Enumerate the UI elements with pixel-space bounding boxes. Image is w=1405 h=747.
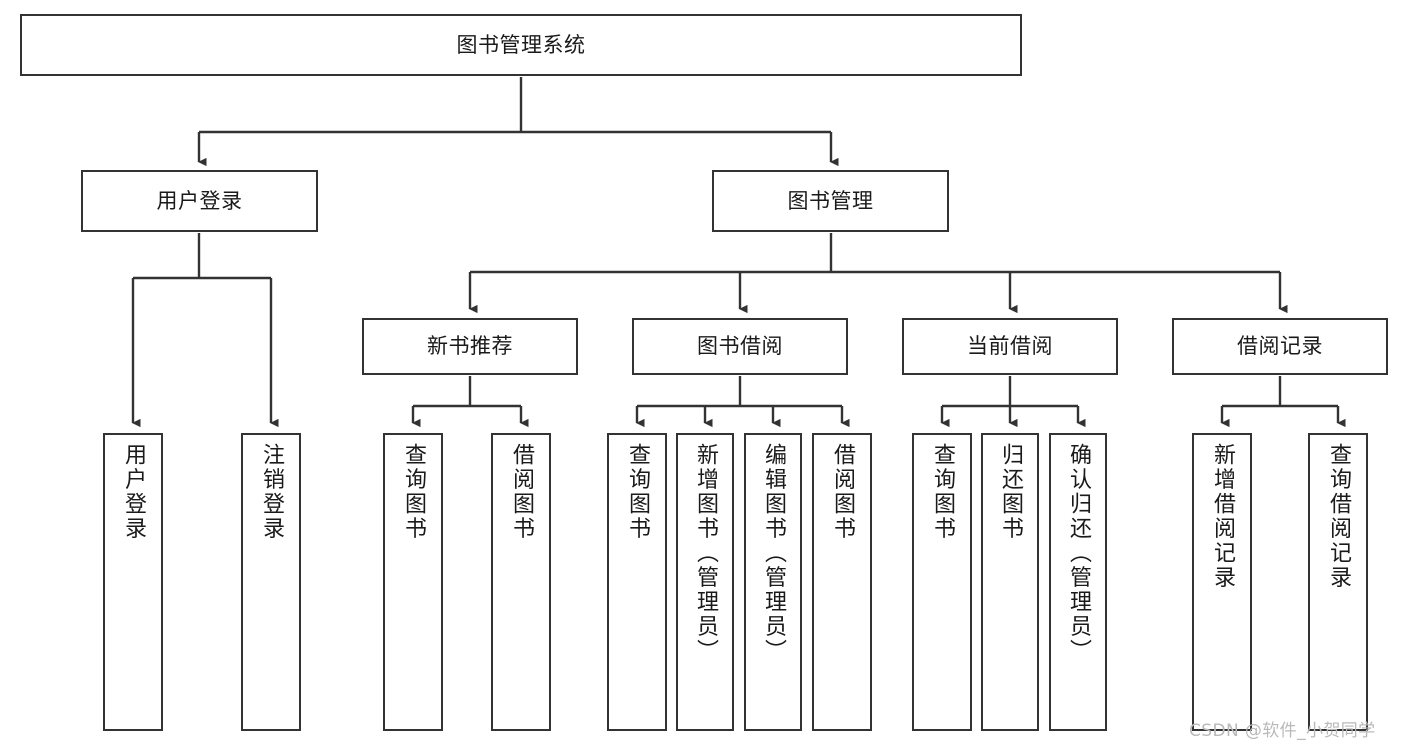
node-label: 借阅图书 — [509, 443, 534, 541]
csdn-watermark: CSDN @软件_小贺同学 — [1189, 721, 1376, 741]
node-leaf-query-book-1[interactable]: 查询图书 — [383, 433, 443, 731]
node-leaf-confirm-return[interactable]: 确认归还（管理员） — [1049, 433, 1107, 731]
node-leaf-add-borrow-record[interactable]: 新增借阅记录 — [1192, 433, 1252, 731]
node-label: 图书管理 — [787, 188, 874, 213]
node-book-management[interactable]: 图书管理 — [712, 170, 949, 232]
node-book-borrow[interactable]: 图书借阅 — [632, 318, 848, 375]
node-leaf-query-book-2[interactable]: 查询图书 — [607, 433, 667, 731]
node-label: 图书管理系统 — [456, 32, 586, 57]
node-user-login[interactable]: 用户登录 — [81, 170, 318, 232]
node-leaf-borrow-book-1[interactable]: 借阅图书 — [491, 433, 551, 731]
node-leaf-user-login[interactable]: 用户登录 — [103, 433, 163, 731]
node-label: 新增图书（管理员） — [693, 443, 718, 664]
node-label: 新增借阅记录 — [1210, 443, 1235, 590]
node-label: 用户登录 — [156, 188, 243, 213]
node-current-borrow[interactable]: 当前借阅 — [902, 318, 1118, 375]
node-label: 注销登录 — [259, 443, 284, 541]
node-leaf-add-book[interactable]: 新增图书（管理员） — [676, 433, 734, 731]
node-label: 查询图书 — [401, 443, 426, 541]
node-root-system[interactable]: 图书管理系统 — [20, 14, 1022, 76]
node-label: 借阅记录 — [1237, 334, 1323, 359]
node-label: 归还图书 — [998, 443, 1023, 541]
node-leaf-edit-book[interactable]: 编辑图书（管理员） — [744, 433, 802, 731]
node-new-book-recommend[interactable]: 新书推荐 — [362, 318, 578, 375]
node-label: 图书借阅 — [697, 334, 783, 359]
node-leaf-borrow-book-2[interactable]: 借阅图书 — [812, 433, 872, 731]
node-label: 新书推荐 — [427, 334, 513, 359]
node-label: 用户登录 — [121, 443, 146, 541]
node-leaf-return-book[interactable]: 归还图书 — [981, 433, 1039, 731]
node-label: 确认归还（管理员） — [1066, 443, 1091, 664]
node-borrow-record[interactable]: 借阅记录 — [1172, 318, 1388, 375]
node-label: 借阅图书 — [830, 443, 855, 541]
node-label: 当前借阅 — [967, 334, 1053, 359]
node-label: 编辑图书（管理员） — [761, 443, 786, 664]
node-label: 查询借阅记录 — [1326, 443, 1351, 590]
node-leaf-logout-login[interactable]: 注销登录 — [241, 433, 301, 731]
node-label: 查询图书 — [625, 443, 650, 541]
node-leaf-query-borrow-record[interactable]: 查询借阅记录 — [1308, 433, 1368, 731]
node-leaf-query-book-3[interactable]: 查询图书 — [912, 433, 972, 731]
node-label: 查询图书 — [930, 443, 955, 541]
